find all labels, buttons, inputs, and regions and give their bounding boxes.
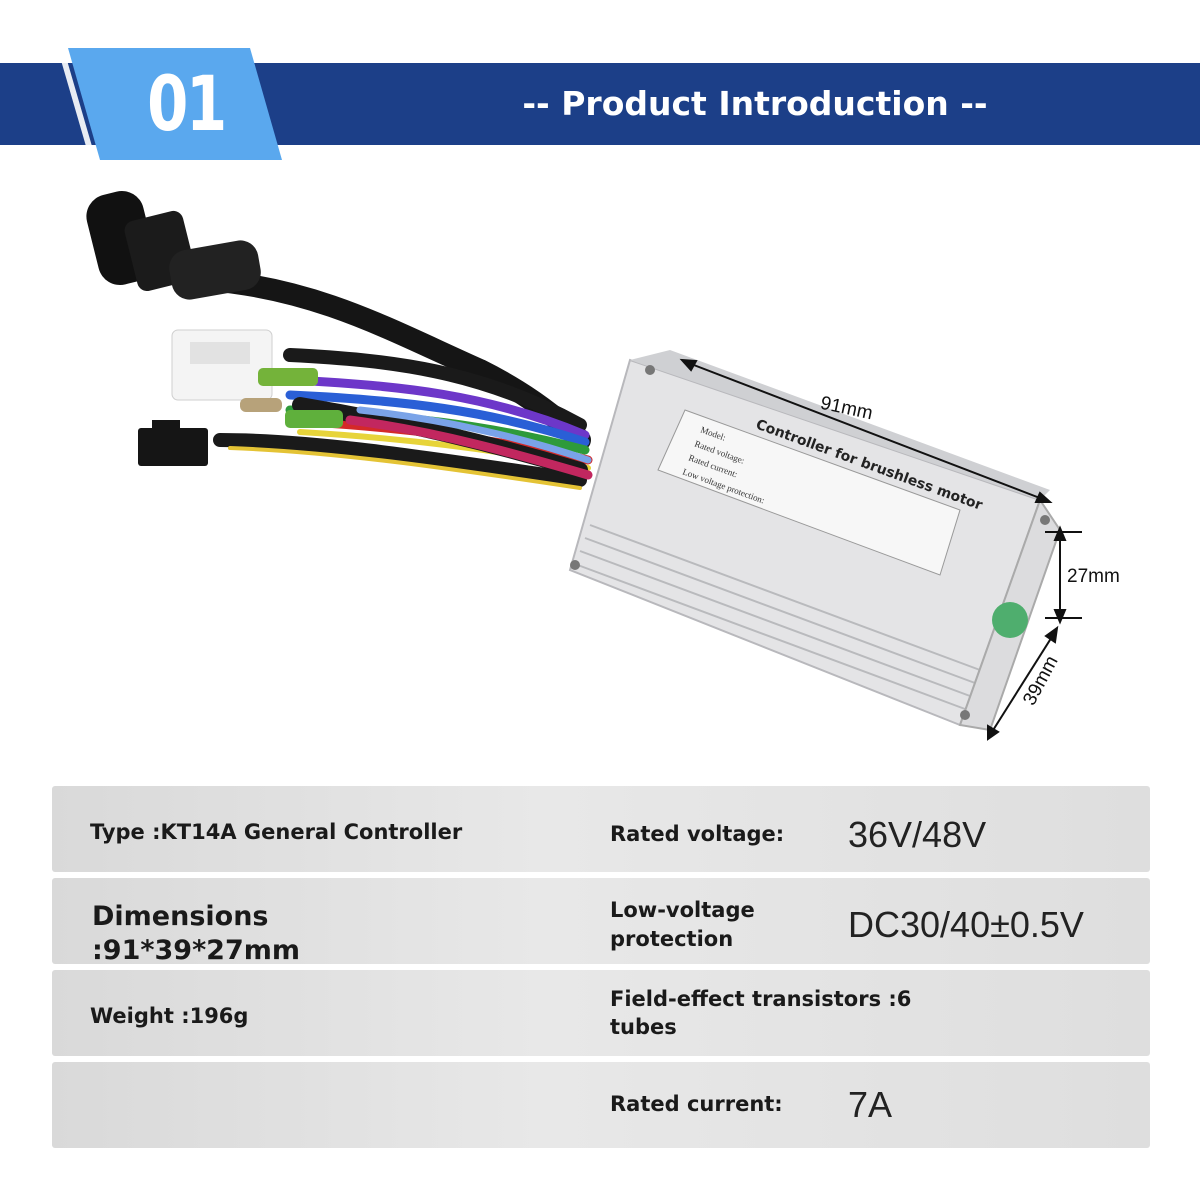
- spec-low-voltage-value: DC30/40±0.5V: [848, 904, 1084, 945]
- spec-dimensions-line2: :91*39*27mm: [92, 935, 301, 966]
- spec-low-voltage-label-2: protection: [610, 927, 734, 951]
- spec-dimensions-line1: Dimensions: [92, 901, 269, 932]
- spec-row-weight: Weight :196g Field-effect transistors :6…: [52, 970, 1150, 1056]
- section-badge: 01: [50, 48, 290, 160]
- spec-rated-current-value: 7A: [848, 1084, 893, 1125]
- spec-low-voltage-label-1: Low-voltage: [610, 898, 755, 922]
- dimension-height-label: 27mm: [1067, 566, 1120, 587]
- spec-type: Type :KT14A General Controller: [90, 820, 463, 844]
- motor-controller-image: Model: Rated voltage: Rated current: Low…: [86, 191, 1082, 741]
- section-title: -- Product Introduction --: [522, 84, 988, 123]
- spec-row-type: Type :KT14A General Controller Rated vol…: [52, 786, 1150, 872]
- spec-rated-voltage-value: 36V/48V: [848, 814, 987, 855]
- spec-row-dimensions: Dimensions :91*39*27mm Low-voltage prote…: [52, 878, 1150, 966]
- spec-fet-line1: Field-effect transistors :6: [610, 987, 912, 1011]
- spec-weight: Weight :196g: [90, 1004, 249, 1028]
- section-number: 01: [147, 59, 227, 148]
- product-photo: Model: Rated voltage: Rated current: Low…: [60, 170, 1160, 770]
- spec-fet-line2: tubes: [610, 1015, 677, 1039]
- spec-rated-current-label: Rated current:: [610, 1092, 783, 1116]
- spec-row-current: Rated current: 7A: [52, 1062, 1150, 1148]
- spec-rated-voltage-label: Rated voltage:: [610, 822, 785, 846]
